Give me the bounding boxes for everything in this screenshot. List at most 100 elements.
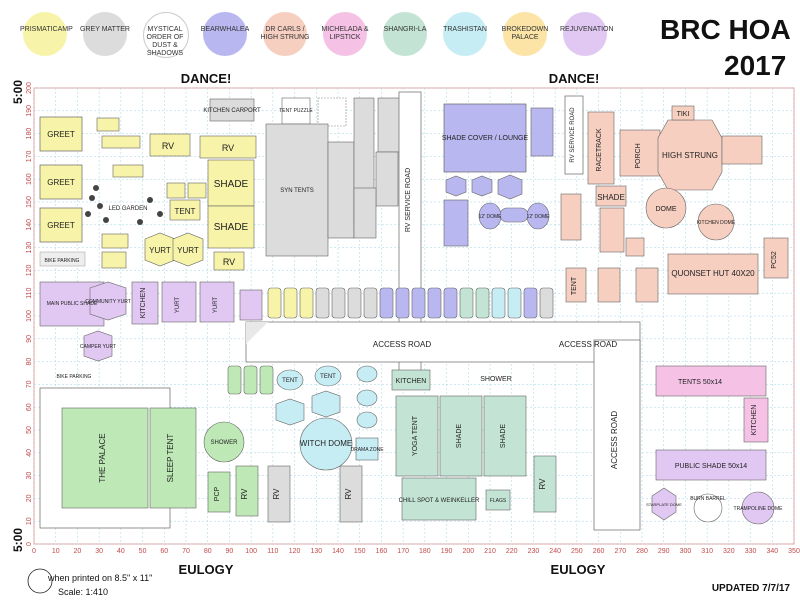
y-tick-label: 120 xyxy=(26,264,33,276)
tent-pink xyxy=(635,267,659,303)
vehicle xyxy=(427,287,442,319)
greet-tent-1 xyxy=(39,116,83,152)
x-tick-label: 260 xyxy=(593,548,605,555)
legend-swatch xyxy=(503,12,547,56)
tent-oval xyxy=(276,369,304,391)
x-tick-label: 340 xyxy=(766,548,778,555)
tents-50-label: TENTS 50x14 xyxy=(678,379,722,386)
legend-label: GREY MATTER xyxy=(80,26,130,33)
x-tick-label: 40 xyxy=(117,548,125,555)
legend-label: PRISMATICAMP xyxy=(20,26,73,33)
x-tick-label: 0 xyxy=(32,548,36,555)
x-tick-label: 240 xyxy=(549,548,561,555)
legend-item: BROKEDOWN PALACE xyxy=(500,12,550,56)
x-tick-label: 70 xyxy=(182,548,190,555)
tiki xyxy=(671,105,695,121)
x-tick-label: 100 xyxy=(245,548,257,555)
camper-yurt-label: CAMPER YURT xyxy=(80,344,116,350)
rv-teal-label: RV xyxy=(538,478,547,490)
greet-label-2: GREET xyxy=(47,178,75,187)
yurt-purple xyxy=(161,281,197,323)
high-strung-annex xyxy=(721,135,763,165)
rv-grey-1 xyxy=(267,465,291,523)
legend-label: MICHELADA & LIPSTICK xyxy=(321,26,369,41)
access-road-label-1: ACCESS ROAD xyxy=(373,340,431,349)
rv-label: RV xyxy=(162,141,174,151)
eulogy-label-left: EULOGY xyxy=(179,562,234,577)
access-road-label-3: ACCESS ROAD xyxy=(610,411,619,469)
vehicle xyxy=(507,287,522,319)
vehicle xyxy=(347,287,362,319)
x-tick-label: 220 xyxy=(506,548,518,555)
kitchen-dome xyxy=(697,203,735,241)
starplate-label: STARPLATE DOME xyxy=(646,502,682,507)
high-strung-label: HIGH STRUNG xyxy=(662,151,718,160)
burn-barrel-label: BURN BARREL xyxy=(690,496,726,502)
vehicle xyxy=(259,365,274,395)
rv-label: RV xyxy=(223,257,235,267)
scale-note: when printed on 8.5" x 11" xyxy=(47,573,152,583)
y-tick-label: 0 xyxy=(26,542,33,546)
eulogy-label-right: EULOGY xyxy=(551,562,606,577)
map-year: 2017 xyxy=(724,50,787,81)
kitchen-carport-label: KITCHEN CARPORT xyxy=(203,108,261,114)
camper-yurt xyxy=(83,330,113,362)
small-oval xyxy=(356,389,378,407)
shower-bar xyxy=(499,207,529,223)
access-road xyxy=(245,321,641,363)
shade-teal-label: SHADE xyxy=(500,424,507,448)
drama-zone-label: DRAMA ZONE xyxy=(350,447,384,453)
shade-label: SHADE xyxy=(214,222,249,233)
rv-teal xyxy=(533,455,557,513)
dome-label: DOME xyxy=(656,206,677,213)
shade-teal xyxy=(483,395,527,477)
x-tick-label: 270 xyxy=(614,548,626,555)
kitchen-carport-purple xyxy=(443,199,469,247)
drama-zone xyxy=(355,437,379,461)
map-title: BRC HOA xyxy=(660,14,791,45)
shade-pink xyxy=(595,185,627,207)
dome12-label: 12' DOME xyxy=(527,214,551,220)
yoga-tent-label: YOGA TENT xyxy=(412,415,419,456)
y-tick-label: 170 xyxy=(26,150,33,162)
legend-item: PRISMATICAMP xyxy=(20,12,73,56)
x-tick-label: 150 xyxy=(354,548,366,555)
updated-label: UPDATED 7/7/17 xyxy=(712,583,791,594)
kitchen-carport xyxy=(327,141,355,239)
yurt-purple-label: YURT xyxy=(175,297,181,314)
legend-swatch xyxy=(23,12,67,56)
chill-spot xyxy=(401,477,477,521)
tent-box xyxy=(101,233,129,249)
legend-item: SHANGRI-LA xyxy=(380,12,430,56)
trampoline-label: TRAMPOLINE DOME xyxy=(734,506,784,512)
vehicle xyxy=(379,287,394,319)
rejuvenation-lower-area xyxy=(651,365,775,525)
x-tick-label: 190 xyxy=(441,548,453,555)
tent-oval-label: TENT xyxy=(282,378,298,384)
legend-item: DR CARLS / HIGH STRUNG xyxy=(260,12,310,56)
vehicle xyxy=(363,287,378,319)
vehicle xyxy=(443,287,458,319)
x-tick-label: 230 xyxy=(528,548,540,555)
x-tick-label: 350 xyxy=(788,548,800,555)
high-strung xyxy=(657,119,723,191)
starplate-dome xyxy=(651,487,677,521)
x-tick-label: 280 xyxy=(636,548,648,555)
vehicle xyxy=(491,287,506,319)
dr-carls-area xyxy=(560,95,789,303)
vehicle-row xyxy=(227,287,554,395)
vehicle xyxy=(475,287,490,319)
rv-green-label: RV xyxy=(240,488,249,500)
legend-swatch xyxy=(323,12,367,56)
yurt-hex-blue xyxy=(311,390,341,418)
side-time-top: 5:00 xyxy=(11,80,25,104)
rv-box xyxy=(149,133,191,157)
racetrack xyxy=(587,111,615,185)
legend-swatch xyxy=(443,12,487,56)
tent-label: TENT xyxy=(175,207,196,216)
shade-cover-label: SHADE COVER / LOUNGE xyxy=(442,135,529,142)
sleep-tent xyxy=(149,407,197,509)
greet-label-1: GREET xyxy=(47,130,75,139)
tent-hex xyxy=(471,175,493,197)
kitchen-carport-pink xyxy=(599,207,625,253)
